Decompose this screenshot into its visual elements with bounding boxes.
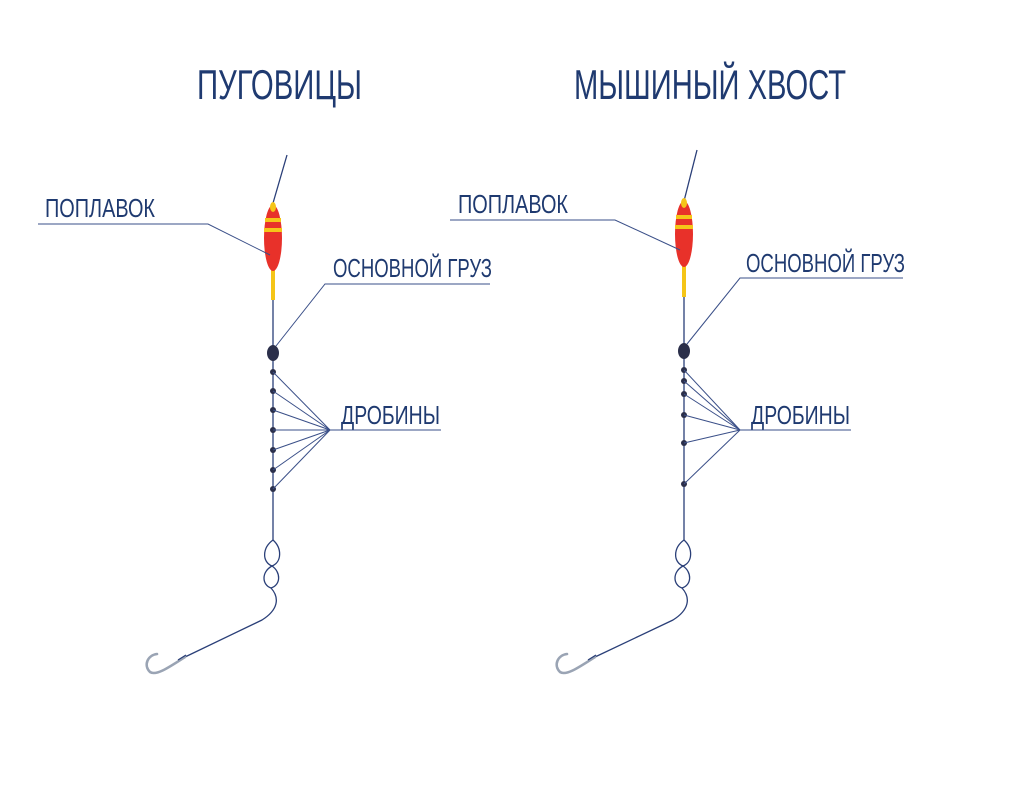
leader-lines	[38, 223, 490, 490]
hook-knot	[177, 654, 187, 661]
diagram-title: ПУГОВИЦЫ	[197, 61, 362, 108]
float-icon	[264, 202, 282, 300]
shots-label: ДРОБИНЫ	[751, 400, 850, 430]
main-weight-icon	[678, 343, 690, 359]
leader-loops	[184, 539, 281, 658]
leader-loops	[594, 539, 692, 658]
fishing-line-top	[682, 149, 698, 206]
float-icon	[675, 198, 693, 297]
main-weight-icon	[267, 345, 279, 361]
fishing-line-top	[270, 154, 288, 211]
diagram-buttons: ПУГОВИЦЫ	[38, 61, 492, 675]
main-weight-label: ОСНОВНОЙ ГРУЗ	[333, 253, 492, 283]
hook-icon	[555, 652, 597, 675]
shots-label: ДРОБИНЫ	[341, 400, 440, 430]
leader-lines	[450, 219, 903, 485]
float-label: ПОПЛАВОК	[45, 193, 155, 223]
diagram-mouse-tail: МЫШИНЫЙ ХВОСТ	[450, 60, 905, 675]
hook-icon	[145, 652, 187, 675]
hook-knot	[587, 654, 597, 661]
float-label: ПОПЛАВОК	[458, 189, 568, 219]
main-weight-label: ОСНОВНОЙ ГРУЗ	[746, 248, 905, 278]
diagram-title: МЫШИНЫЙ ХВОСТ	[574, 60, 846, 108]
